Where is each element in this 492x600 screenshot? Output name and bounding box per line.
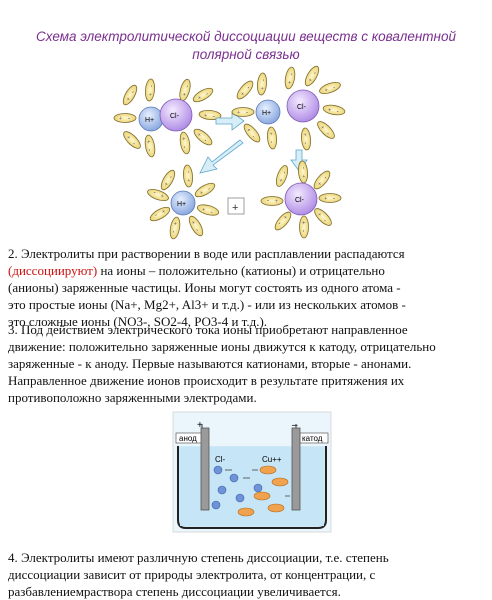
cl-ion: [286, 89, 320, 123]
cathode-sign: –: [292, 420, 298, 431]
anode-electrode: [200, 427, 210, 511]
h-ion-label: H+: [262, 110, 271, 117]
p2-line-4: это простые ионы (Na+, Mg2+, Al3+ и т.д.…: [8, 297, 406, 312]
cathode-label: катод: [302, 434, 323, 443]
cl-ion-label: Cl-: [170, 113, 180, 120]
cu-ion-label: Cu++: [262, 455, 282, 464]
anode-sign: +: [197, 420, 203, 431]
p3-line-2: движение: положительно заряженные ионы д…: [8, 339, 436, 354]
plus-box: [227, 197, 245, 215]
molecule-hcl-right: H+ Cl-: [231, 63, 347, 151]
cl-ion-label: Cl-: [297, 104, 307, 111]
p4-line-1: 4. Электролиты имеют различную степень д…: [8, 550, 389, 565]
p4-line-2: диссоциации зависит от природы электроли…: [8, 567, 376, 582]
arrow-down-left-icon: [199, 139, 244, 174]
cathode-electrode: [291, 427, 301, 511]
p3-line-3: заряженные - к аноду. Первые называются …: [8, 356, 412, 371]
paragraph-3: 3. Под действием электрического тока ион…: [8, 321, 468, 406]
anode-label: анод: [179, 434, 197, 443]
h-ion: [255, 99, 281, 125]
p3-line-5: противоположно заряженными электродами.: [8, 390, 257, 405]
p3-line-1: 3. Под действием электрического тока ион…: [8, 322, 408, 337]
paragraph-4: 4. Электролиты имеют различную степень д…: [8, 549, 468, 600]
cl-ion: [159, 98, 193, 132]
p2-highlight: (диссоциируют): [8, 263, 98, 278]
paragraph-2: 2. Электролиты при растворении в воде ил…: [8, 245, 428, 330]
h-ion-label: H+: [145, 117, 154, 124]
p3-line-4: Направленное движение ионов происходит в…: [8, 373, 405, 388]
plus-sign: +: [232, 202, 238, 214]
p2-line-3: (анионы) заряженные частицы. Ионы могут …: [8, 280, 401, 295]
p2-line-5: это сложные ионы (NO3-, SO2-4, РO3-4 и т…: [8, 314, 268, 329]
title-line-2: полярной связью: [192, 47, 300, 62]
cl-ion-label: Cl-: [295, 197, 305, 204]
arrow-right-icon: [215, 111, 245, 131]
electrolysis-cell: анод катод + – Cl- Cu++: [172, 411, 332, 533]
p4-line-3: разбавлениемраствора степень диссоциации…: [8, 584, 341, 599]
p2-line-1: 2. Электролиты при растворении в воде ил…: [8, 246, 405, 261]
h-ion-label: H+: [177, 201, 186, 208]
title-line-1: Схема электролитической диссоциации веще…: [36, 29, 456, 44]
schema-title: Схема электролитической диссоциации веще…: [0, 28, 492, 64]
hydrated-cl-ion: Cl-: [260, 160, 342, 239]
cl-ion-label: Cl-: [215, 455, 226, 464]
p2-line-2: на ионы – положительно (катионы) и отриц…: [97, 263, 385, 278]
molecule-hcl-left: H+ Cl-: [113, 77, 222, 159]
hydrated-h-ion: H+: [145, 164, 221, 241]
